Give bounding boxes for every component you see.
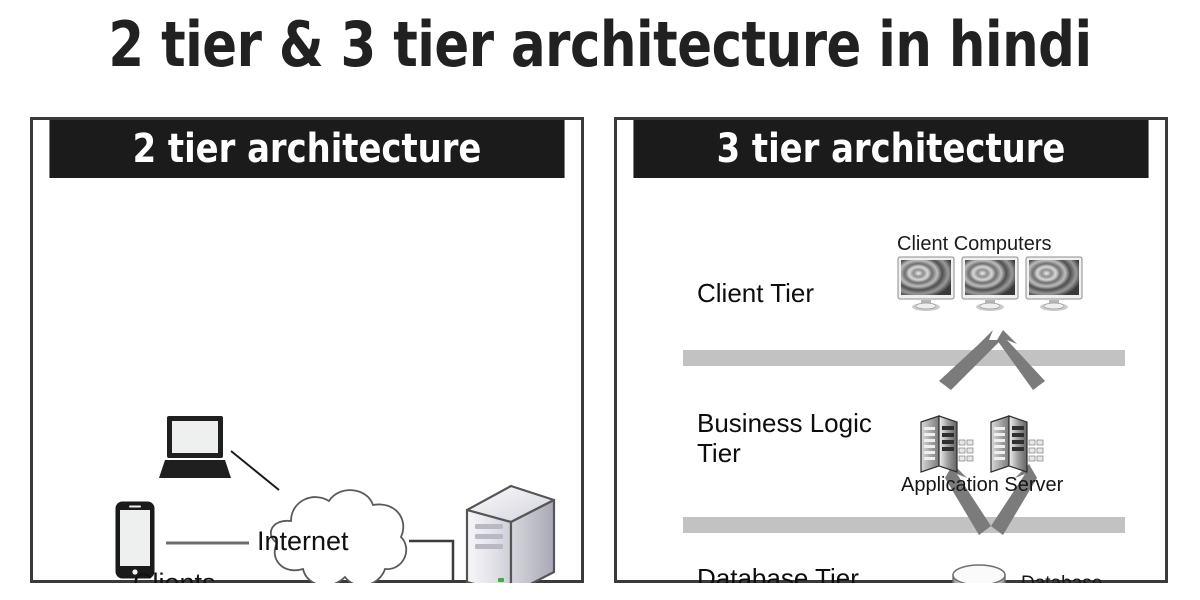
monitor-icon [1025, 256, 1083, 311]
smartphone-icon [115, 501, 155, 579]
tier-separator-bar-1 [683, 350, 1125, 366]
database-cylinder-icon [952, 564, 1006, 583]
panel-3-tier-body: Client Tier Business Logic Tier Database… [617, 178, 1165, 583]
connector-lines [166, 450, 455, 583]
business-logic-tier-label: Business Logic Tier [697, 408, 872, 468]
laptop-icon [159, 416, 231, 478]
monitor-icon [897, 256, 955, 311]
client-tier-label: Client Tier [697, 278, 815, 308]
clients-label: Clients [133, 568, 216, 583]
panel-3-tier: 3 tier architecture [614, 117, 1168, 583]
panel-2-tier-header: 2 tier architecture [49, 120, 565, 178]
server-tower-icon [465, 484, 556, 583]
client-computers-label: Client Computers [897, 233, 1052, 255]
database-tier-label: Database Tier [697, 563, 859, 583]
panel-2-tier: 2 tier architecture [30, 117, 584, 583]
tier-separator-bar-2 [683, 517, 1125, 533]
server-rack-icon [990, 415, 1044, 473]
server-rack-icon [920, 415, 974, 473]
panel-3-tier-header: 3 tier architecture [633, 120, 1149, 178]
application-server-label: Application Server [901, 474, 1064, 496]
database-server-label: Database Server [1021, 573, 1102, 583]
page-title: 2 tier & 3 tier architecture in hindi [108, 8, 1092, 81]
internet-label: Internet [257, 526, 349, 556]
panel-2-tier-body: Internet [33, 178, 581, 583]
monitor-icon [961, 256, 1019, 311]
cloud-icon [269, 489, 407, 583]
